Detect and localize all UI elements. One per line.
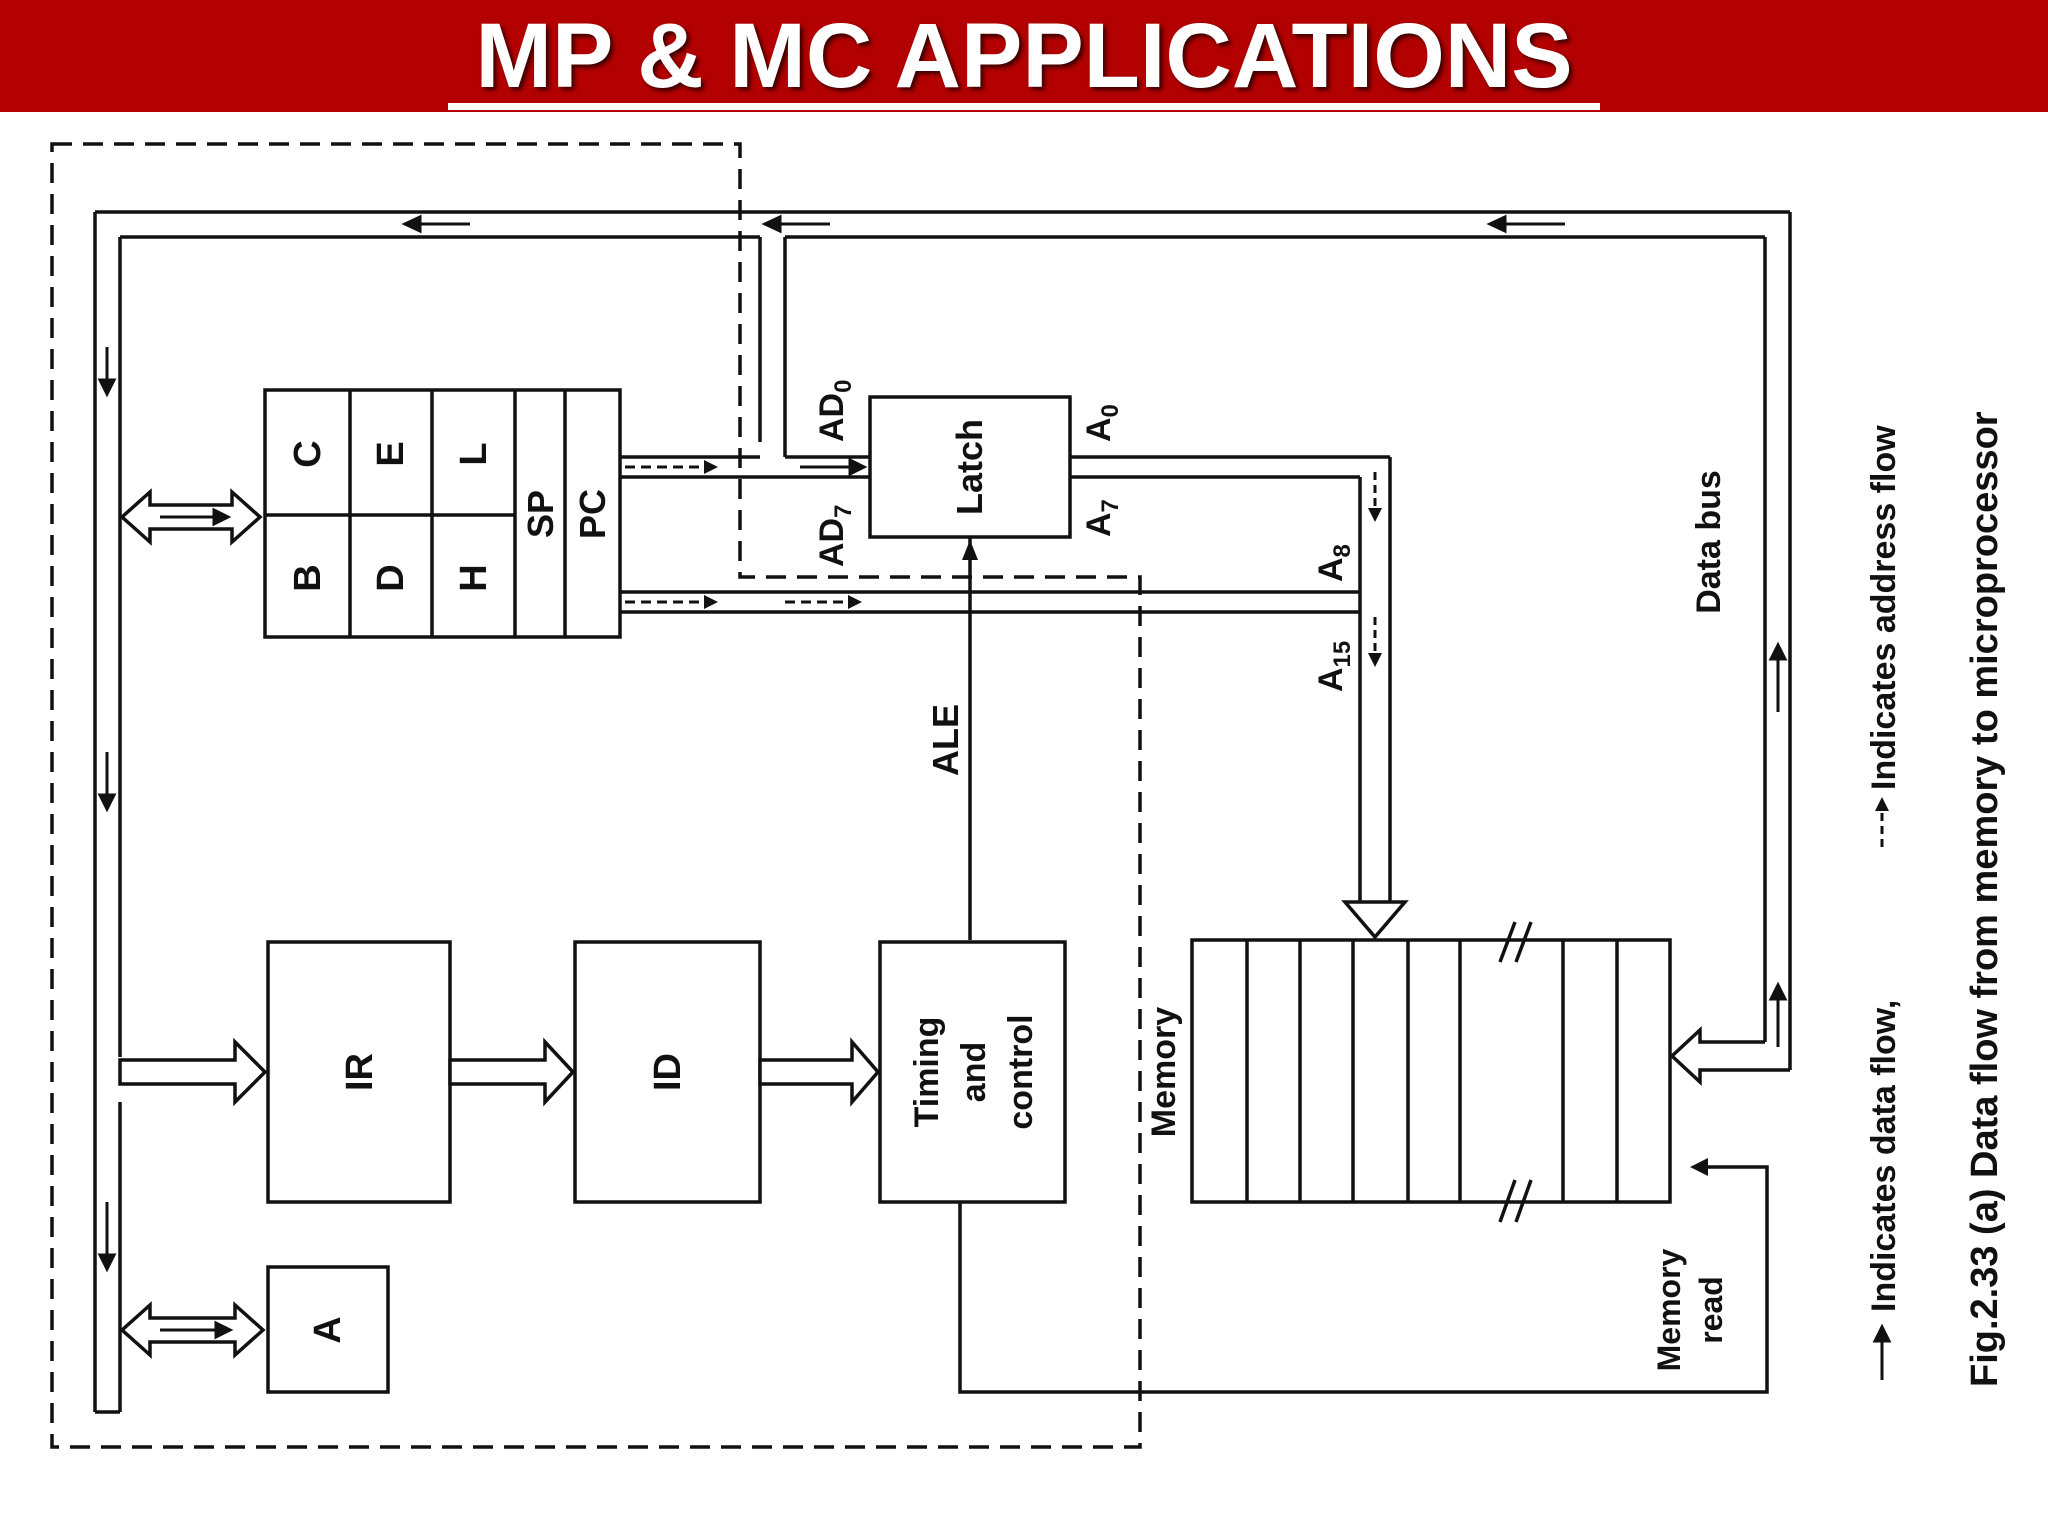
low-address-bus <box>620 455 870 479</box>
low-address-arrowhead <box>704 460 718 474</box>
legend-data-flow-text: Indicates data flow, <box>1865 1000 1903 1312</box>
accumulator-label: A <box>307 1316 349 1343</box>
top-bus-flow-arrows <box>401 214 1565 234</box>
legend-address-flow-text: Indicates address flow <box>1865 425 1903 790</box>
memory-break-marks <box>1498 921 1533 1223</box>
data-bus-label: Data bus <box>1690 470 1728 614</box>
memory-read-arrowhead <box>1690 1158 1708 1176</box>
register-e: E <box>370 441 412 466</box>
register-h: H <box>453 564 495 591</box>
accumulator-box <box>266 1265 390 1394</box>
latch-label: Latch <box>949 419 990 515</box>
slide-title: MP & MC APPLICATIONS <box>475 5 1573 107</box>
ale-arrowhead <box>962 540 978 560</box>
register-file <box>263 388 622 639</box>
register-d: D <box>370 564 412 591</box>
timing-label-line1: Timing <box>908 1017 946 1128</box>
memory-to-bus-arrow <box>1669 1025 1720 1087</box>
latch-input-arrow <box>800 457 868 477</box>
register-sp: SP <box>520 490 561 538</box>
timing-label-line3: control <box>1002 1014 1040 1129</box>
figure-caption: Fig.2.33 (a) Data flow from memory to mi… <box>1964 411 2006 1387</box>
ir-label: IR <box>339 1053 381 1091</box>
title-banner <box>0 0 2048 112</box>
a8-label: A8 <box>1312 544 1356 582</box>
id-to-timing-arrow <box>758 1037 881 1107</box>
internal-data-bus <box>93 212 122 1414</box>
register-b: B <box>287 564 329 591</box>
memory-label: Memory <box>1145 1007 1183 1137</box>
latch-ad0-label: AD0 <box>813 380 857 442</box>
register-l: L <box>453 442 495 465</box>
ad-bus-lines <box>758 237 870 459</box>
timing-control-box <box>878 940 1067 1204</box>
accumulator-bus-inner-arrow <box>160 1320 234 1340</box>
latch-output-bus <box>1070 455 1392 902</box>
top-data-bus <box>95 210 1792 1072</box>
data-bus-up-arrows <box>1768 641 1788 1047</box>
high-address-arrowhead-2 <box>848 595 862 609</box>
legend-address-arrowhead <box>1875 797 1889 811</box>
register-bus-inner-arrow <box>160 507 232 527</box>
a15-label: A15 <box>1312 641 1356 692</box>
address-arrowhead-1 <box>1368 508 1382 522</box>
latch-a0-label: A0 <box>1080 404 1124 442</box>
microprocessor-boundary <box>50 142 1142 1449</box>
ir-to-id-arrow <box>448 1037 576 1107</box>
address-arrowhead-2 <box>1368 653 1382 667</box>
address-bus-to-memory-arrow <box>1341 900 1409 940</box>
title-underline <box>448 103 1600 110</box>
high-address-bus <box>620 590 1360 614</box>
data-flow-diagram: C E L B D H SP PC Latch AD0 AD7 A0 A7 <box>50 142 2006 1449</box>
internal-bus-flow-arrows <box>97 347 117 1273</box>
memory-array <box>1190 938 1672 1204</box>
memory-read-line <box>958 1165 1769 1394</box>
id-box <box>573 940 762 1204</box>
latch-a7-label: A7 <box>1080 499 1124 537</box>
register-pc: PC <box>572 489 613 539</box>
memory-read-label-line2: read <box>1693 1276 1729 1344</box>
timing-label-line2: and <box>955 1042 993 1102</box>
memory-read-label-line1: Memory <box>1651 1248 1687 1371</box>
id-label: ID <box>647 1053 689 1091</box>
ir-box <box>266 940 452 1204</box>
high-address-arrowhead-1 <box>704 595 718 609</box>
legend-data-flow-arrow <box>1872 1323 1892 1380</box>
bus-to-ir-arrow <box>118 1037 268 1107</box>
register-c: C <box>287 440 329 467</box>
ale-label: ALE <box>925 704 966 776</box>
latch-ad7-label: AD7 <box>813 505 857 567</box>
